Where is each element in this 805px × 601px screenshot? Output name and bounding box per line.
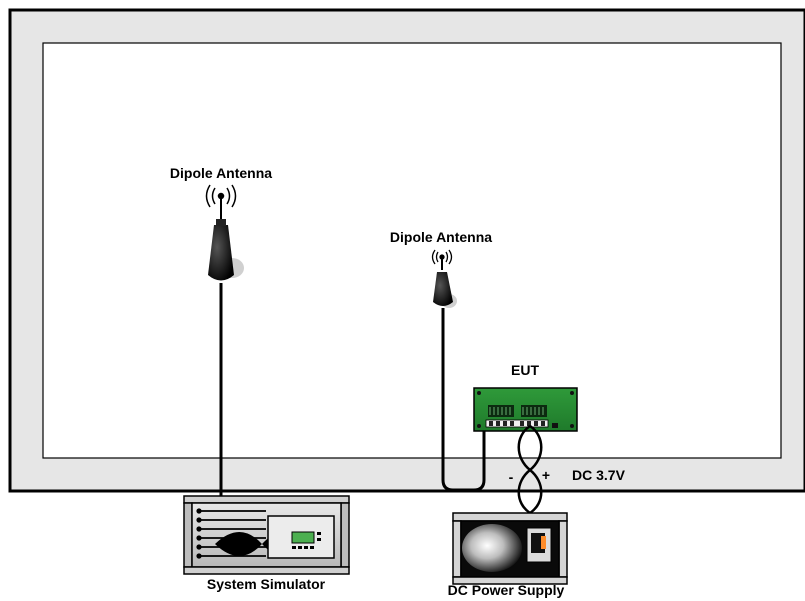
dipole-antenna-left: Dipole Antenna [170,165,272,281]
simulator-label: System Simulator [207,576,326,592]
antenna-body [433,272,453,306]
eut-pin-header-right [521,405,547,417]
eut-antenna-cable [441,308,486,492]
eut-pin-header-left [488,405,514,417]
power-supply-orb [462,524,522,572]
system-simulator: System Simulator [183,495,350,592]
power-supply-label: DC Power Supply [448,582,565,598]
plus-terminal-label: + [542,467,550,483]
dc-power-supply: DC Power Supply [448,512,568,598]
antenna-body [208,225,234,281]
eut-label: EUT [511,362,539,378]
antenna-right-label: Dipole Antenna [390,229,492,245]
dc-voltage-label: DC 3.7V [572,467,626,483]
chamber [8,8,805,493]
minus-terminal-label: - [509,469,514,485]
dipole-antenna-right: Dipole Antenna [390,229,492,308]
antenna-left-label: Dipole Antenna [170,165,272,181]
chamber-inner-space [42,42,782,459]
radio-waves-icon [205,184,237,208]
dc-power-cable [517,424,543,515]
eut-device: EUT [473,362,578,432]
cables [219,283,486,503]
radio-waves-icon [431,249,453,265]
simulator-display [291,531,315,544]
